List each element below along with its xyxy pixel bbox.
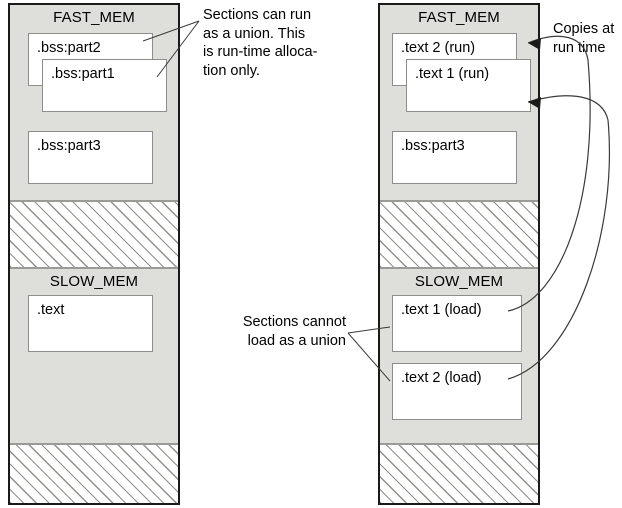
section-label-text1-load: .text 1 (load) — [401, 302, 482, 318]
annotation-copies-at-run-time: Copies at run time — [553, 21, 615, 56]
section-box-text2-load: .text 2 (load) — [392, 363, 522, 420]
section-box-bss-part3-right: .bss:part3 — [392, 131, 517, 184]
section-label-bss-part3-left: .bss:part3 — [37, 138, 101, 154]
region-label-slow-mem-right: SLOW_MEM — [414, 273, 504, 290]
region-gap-right-1 — [380, 201, 538, 268]
section-label-text2-run: .text 2 (run) — [401, 40, 476, 56]
annotation-sections-cannot-load-as-union: Sections cannot load as a union — [242, 314, 346, 349]
memory-column-left: FAST_MEM SLOW_MEM .bss:part2 .bss:part1 … — [8, 3, 180, 505]
region-gap-right-2 — [380, 444, 538, 503]
region-label-slow-mem-left: SLOW_MEM — [49, 273, 139, 290]
section-label-text1-run: .text 1 (run) — [415, 66, 490, 82]
region-label-fast-mem-left: FAST_MEM — [53, 9, 135, 26]
section-box-bss-part1: .bss:part1 — [42, 59, 167, 112]
section-box-text1-load: .text 1 (load) — [392, 295, 522, 352]
section-label-text2-load: .text 2 (load) — [401, 370, 482, 386]
section-label-bss-part2: .bss:part2 — [37, 40, 101, 56]
section-box-text1-run: .text 1 (run) — [406, 59, 531, 112]
region-gap-left-2 — [10, 444, 178, 503]
section-label-bss-part3-right: .bss:part3 — [401, 138, 465, 154]
memory-column-right: FAST_MEM SLOW_MEM .text 2 (run) .text 1 … — [378, 3, 540, 505]
section-label-text: .text — [37, 302, 65, 318]
annotation-sections-can-run-as-union: Sections can run as a union. This is run… — [203, 7, 318, 79]
section-box-text: .text — [28, 295, 153, 352]
section-box-bss-part3-left: .bss:part3 — [28, 131, 153, 184]
region-gap-left-1 — [10, 201, 178, 268]
section-label-bss-part1: .bss:part1 — [51, 66, 115, 82]
region-label-fast-mem-right: FAST_MEM — [418, 9, 500, 26]
